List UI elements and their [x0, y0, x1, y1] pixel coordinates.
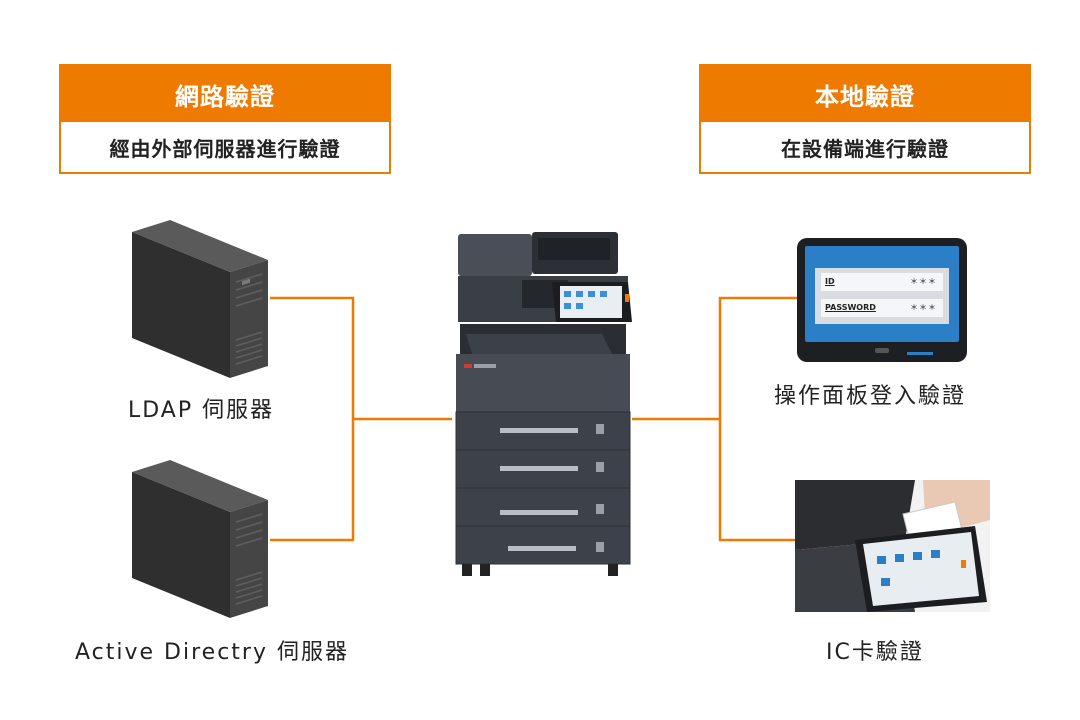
- ad-server-icon: [128, 460, 273, 625]
- panel-login-label: 操作面板登入驗證: [774, 378, 966, 410]
- printer-icon: [452, 228, 634, 580]
- control-panel-screen: ID ＊＊＊ PASSWORD ＊＊＊: [797, 238, 967, 362]
- panel-display: ID ＊＊＊ PASSWORD ＊＊＊: [805, 246, 959, 342]
- id-field-value: ＊＊＊: [910, 273, 937, 291]
- ldap-server-icon: [128, 220, 273, 385]
- panel-status-led: [907, 352, 933, 355]
- panel-login-form: ID ＊＊＊ PASSWORD ＊＊＊: [815, 268, 949, 324]
- connector-ad: [270, 419, 353, 540]
- connector-ic: [720, 419, 800, 540]
- ic-card-icon: [795, 480, 990, 612]
- ad-server-label: Active Directry 伺服器: [75, 634, 349, 666]
- ic-card-label: IC卡驗證: [826, 634, 924, 666]
- id-field-label: ID: [825, 273, 835, 291]
- ldap-server-label: LDAP 伺服器: [128, 392, 274, 424]
- panel-home-button: [875, 348, 889, 353]
- password-field: PASSWORD ＊＊＊: [821, 299, 943, 317]
- id-field: ID ＊＊＊: [821, 273, 943, 291]
- password-field-value: ＊＊＊: [910, 299, 937, 317]
- connector-ldap: [270, 298, 452, 419]
- password-field-label: PASSWORD: [825, 299, 876, 317]
